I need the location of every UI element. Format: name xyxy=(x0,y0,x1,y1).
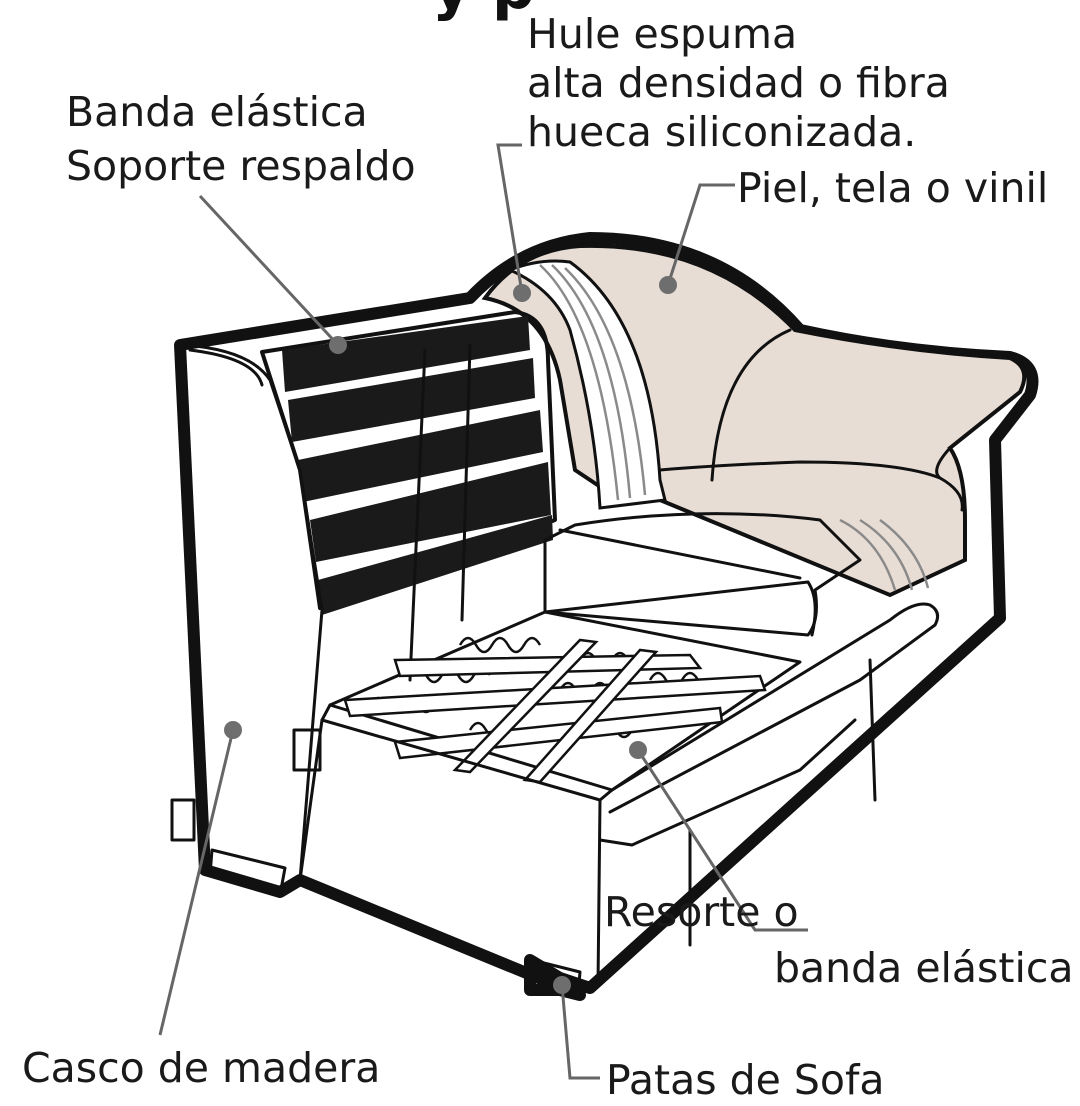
band-marker xyxy=(329,336,347,354)
elastic-band xyxy=(318,515,553,615)
label-shell: Casco de madera xyxy=(22,1044,380,1092)
webbing-straps xyxy=(343,638,767,784)
foam-marker xyxy=(513,284,531,302)
joint-block xyxy=(170,798,196,842)
legs-marker xyxy=(553,976,571,994)
elastic-band xyxy=(282,316,530,392)
label-spring-line1: Resorte o xyxy=(604,888,799,936)
front-leg xyxy=(538,960,582,997)
elastic-band xyxy=(310,462,551,562)
label-skin: Piel, tela o vinil xyxy=(737,164,1048,212)
label-foam-line3: hueca siliconizada. xyxy=(527,108,916,156)
heading-fragment: y p xyxy=(432,0,535,23)
label-spring-line2: banda elástica xyxy=(774,944,1074,992)
callout-leaders xyxy=(158,143,808,1080)
label-legs: Patas de Sofa xyxy=(606,1056,885,1104)
foam-column xyxy=(506,259,667,510)
label-band-line1: Banda elástica xyxy=(66,88,368,136)
joint-block xyxy=(292,728,322,772)
shell-marker xyxy=(224,721,242,739)
skin-marker xyxy=(659,276,677,294)
label-foam-line2: alta densidad o fibra xyxy=(527,59,950,107)
callout-labels: Hule espuma alta densidad o fibra hueca … xyxy=(22,10,1074,1104)
elastic-band xyxy=(288,358,535,442)
label-band-line2: Soporte respaldo xyxy=(66,142,416,190)
label-foam-line1: Hule espuma xyxy=(527,10,797,58)
left-leg xyxy=(208,848,287,897)
sofa-illustration xyxy=(170,232,1039,1001)
spring-marker xyxy=(629,741,647,759)
